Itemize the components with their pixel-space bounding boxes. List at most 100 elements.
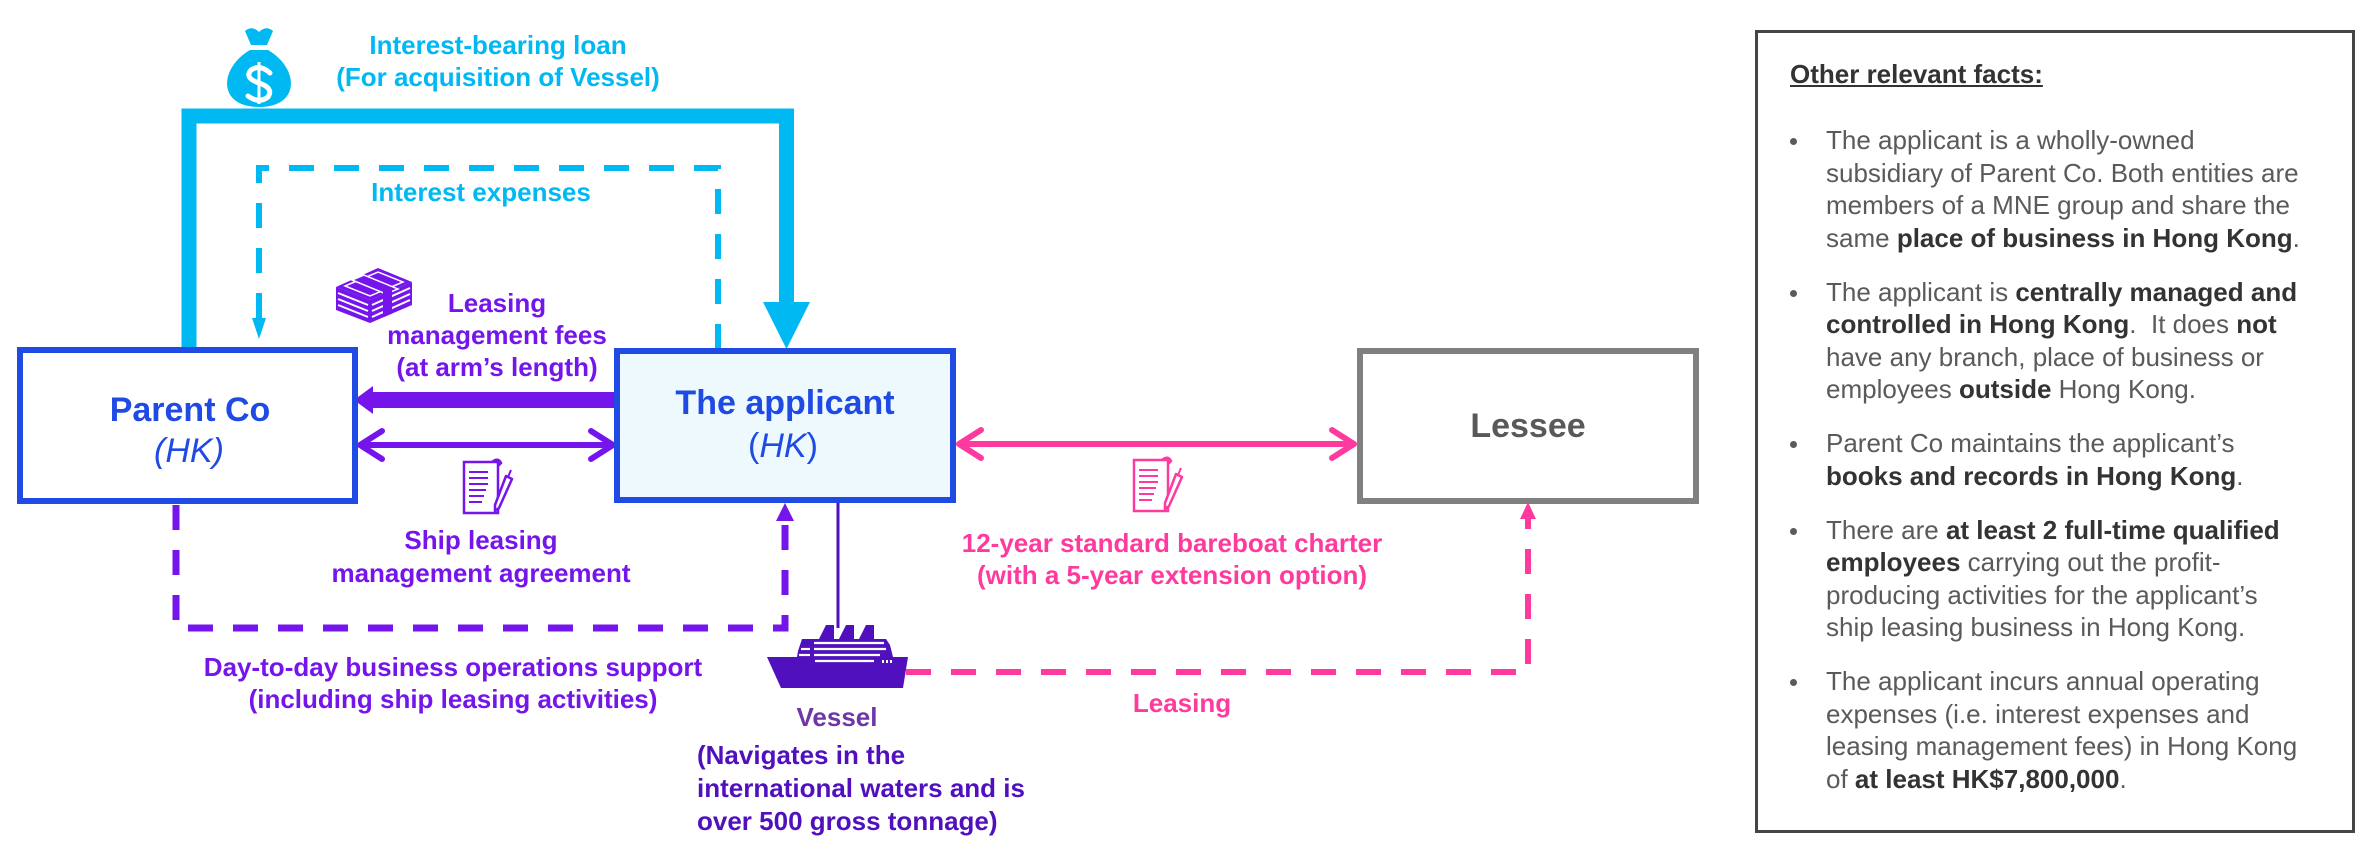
- vessel-title: Vessel: [796, 702, 878, 732]
- fact-text: leasing management fees) in Hong Kong: [1826, 731, 2298, 761]
- vessel-description-line: (Navigates in the: [697, 740, 906, 770]
- fact-text: same: [1826, 222, 1897, 253]
- fact-emphasis: place of business in Hong Kong: [1896, 222, 2293, 253]
- applicant-location-code: HK: [759, 427, 807, 465]
- fact-line: books and records in Hong Kong.: [1826, 460, 2352, 493]
- facts-heading: Other relevant facts:: [1790, 59, 2043, 89]
- applicant-location-open: (: [748, 427, 760, 465]
- fact-line: leasing management fees) in Hong Kong: [1826, 730, 2352, 763]
- loan-arrowhead: [763, 302, 810, 349]
- fact-emphasis: controlled in Hong Kong: [1826, 309, 2130, 339]
- vessel-description: (Navigates in the international waters a…: [697, 739, 1025, 838]
- fact-line: members of a MNE group and share the: [1826, 189, 2352, 222]
- fact-line: controlled in Hong Kong. It does not: [1826, 308, 2352, 341]
- applicant-box: [614, 348, 956, 503]
- loan-arrow-line: [181, 108, 794, 352]
- charter-label-line: 12-year standard bareboat charter: [961, 528, 1383, 558]
- charter-label: 12-year standard bareboat charter (with …: [962, 527, 1383, 591]
- loan-label: Interest-bearing loan (For acquisition o…: [336, 29, 660, 93]
- interest-expenses-arrowhead: [252, 318, 266, 339]
- lessee-title: Lessee: [1470, 407, 1586, 445]
- agreement-arrowhead-left: [357, 428, 385, 462]
- facts-panel: Other relevant facts: The applicant is a…: [1755, 30, 2355, 833]
- contract-document-icon: [462, 458, 514, 515]
- bullet-icon: [1790, 679, 1797, 686]
- fact-text: members of a MNE group and share the: [1826, 190, 2290, 220]
- charter-label-line: (with a 5-year extension option): [976, 560, 1368, 590]
- parent-co-title: Parent Co: [109, 391, 271, 429]
- bullet-icon: [1790, 441, 1797, 448]
- fact-emphasis: books and records in Hong Kong: [1826, 460, 2237, 491]
- fact-text: Parent Co maintains the applicant’s: [1826, 428, 2235, 458]
- vessel-description-line: international waters and is: [697, 773, 1025, 803]
- fact-line: The applicant is centrally managed and: [1826, 276, 2352, 309]
- fact-text: of: [1826, 763, 1855, 794]
- support-label: Day-to-day business operations support (…: [204, 651, 702, 715]
- agreement-label-line: Ship leasing: [404, 525, 558, 555]
- fact-line: There are at least 2 full-time qualified: [1826, 514, 2352, 547]
- loan-label-line: Interest-bearing loan: [369, 30, 627, 60]
- leasing-dashed-line: [906, 519, 1531, 675]
- applicant-location: (HK): [748, 426, 818, 466]
- loan-label-line: (For acquisition of Vessel): [336, 62, 660, 92]
- fact-text: producing activities for the applicant’s: [1826, 579, 2258, 610]
- fact-line: producing activities for the applicant’s: [1826, 579, 2352, 612]
- fact-line: same place of business in Hong Kong.: [1826, 222, 2352, 255]
- applicant-title: The applicant: [675, 384, 895, 422]
- support-arrowhead: [776, 503, 794, 521]
- parent-co-box: [17, 347, 358, 504]
- fact-emphasis: employees: [1826, 547, 1961, 577]
- fact-text: . It does: [2129, 309, 2237, 339]
- bullet-icon: [1790, 138, 1797, 145]
- fact-text: carrying out the profit-: [1960, 547, 2221, 577]
- fact-text: Hong Kong.: [2051, 374, 2196, 404]
- support-label-line: Day-to-day business operations support: [203, 652, 703, 682]
- support-label-line: (including ship leasing activities): [248, 684, 658, 714]
- bullet-icon: [1790, 527, 1797, 535]
- fact-line: The applicant incurs annual operating: [1826, 665, 2352, 698]
- agreement-arrowhead-right: [588, 428, 616, 462]
- fees-arrowhead: [354, 386, 373, 414]
- fact-line: employees carrying out the profit-: [1826, 546, 2352, 579]
- leasing-arrowhead: [1520, 502, 1536, 519]
- fact-text: .: [2119, 763, 2127, 794]
- leasing-fees-label-line: Leasing: [447, 288, 547, 318]
- vessel-description-line: over 500 gross tonnage): [697, 806, 998, 836]
- agreement-label: Ship leasing management agreement: [331, 524, 630, 590]
- bullet-icon: [1790, 289, 1797, 297]
- support-dashed-line: [172, 505, 789, 632]
- interest-expenses-dashed-line: [256, 165, 721, 349]
- interest-expenses-label: Interest expenses: [371, 177, 591, 207]
- fact-text: employees: [1826, 374, 1959, 404]
- fact-emphasis: not: [2236, 309, 2277, 339]
- charter-arrowhead-left: [956, 427, 984, 461]
- fact-emphasis: at least 2 full-time qualified: [1945, 514, 2280, 545]
- contract-document-icon: [1132, 456, 1184, 513]
- ship-icon: [767, 625, 908, 688]
- fact-text: expenses (i.e. interest expenses and: [1826, 698, 2250, 729]
- applicant-location-close: ): [806, 427, 818, 465]
- fact-line: subsidiary of Parent Co. Both entities a…: [1826, 157, 2352, 190]
- charter-arrowhead-right: [1329, 427, 1357, 461]
- fact-text: .: [2292, 222, 2300, 253]
- fact-line: expenses (i.e. interest expenses and: [1826, 698, 2352, 731]
- fact-text: The applicant is a wholly-owned: [1826, 125, 2195, 155]
- fact-line: employees outside Hong Kong.: [1826, 373, 2352, 406]
- fact-emphasis: outside: [1958, 374, 2052, 404]
- fact-text: ship leasing business in Hong Kong.: [1826, 612, 2246, 642]
- leasing-fees-label-line: management fees: [387, 320, 607, 350]
- fact-text: The applicant is: [1826, 276, 2016, 307]
- fact-emphasis: at least HK$7,800,000: [1854, 763, 2120, 794]
- fact-line: The applicant is a wholly-owned: [1826, 124, 2352, 157]
- fact-text: There are: [1826, 514, 1946, 545]
- fact-text: subsidiary of Parent Co. Both entities a…: [1826, 157, 2299, 188]
- agreement-label-line: management agreement: [331, 558, 631, 588]
- fact-line: of at least HK$7,800,000.: [1826, 763, 2352, 796]
- fact-text: have any branch, place of business or: [1826, 341, 2264, 372]
